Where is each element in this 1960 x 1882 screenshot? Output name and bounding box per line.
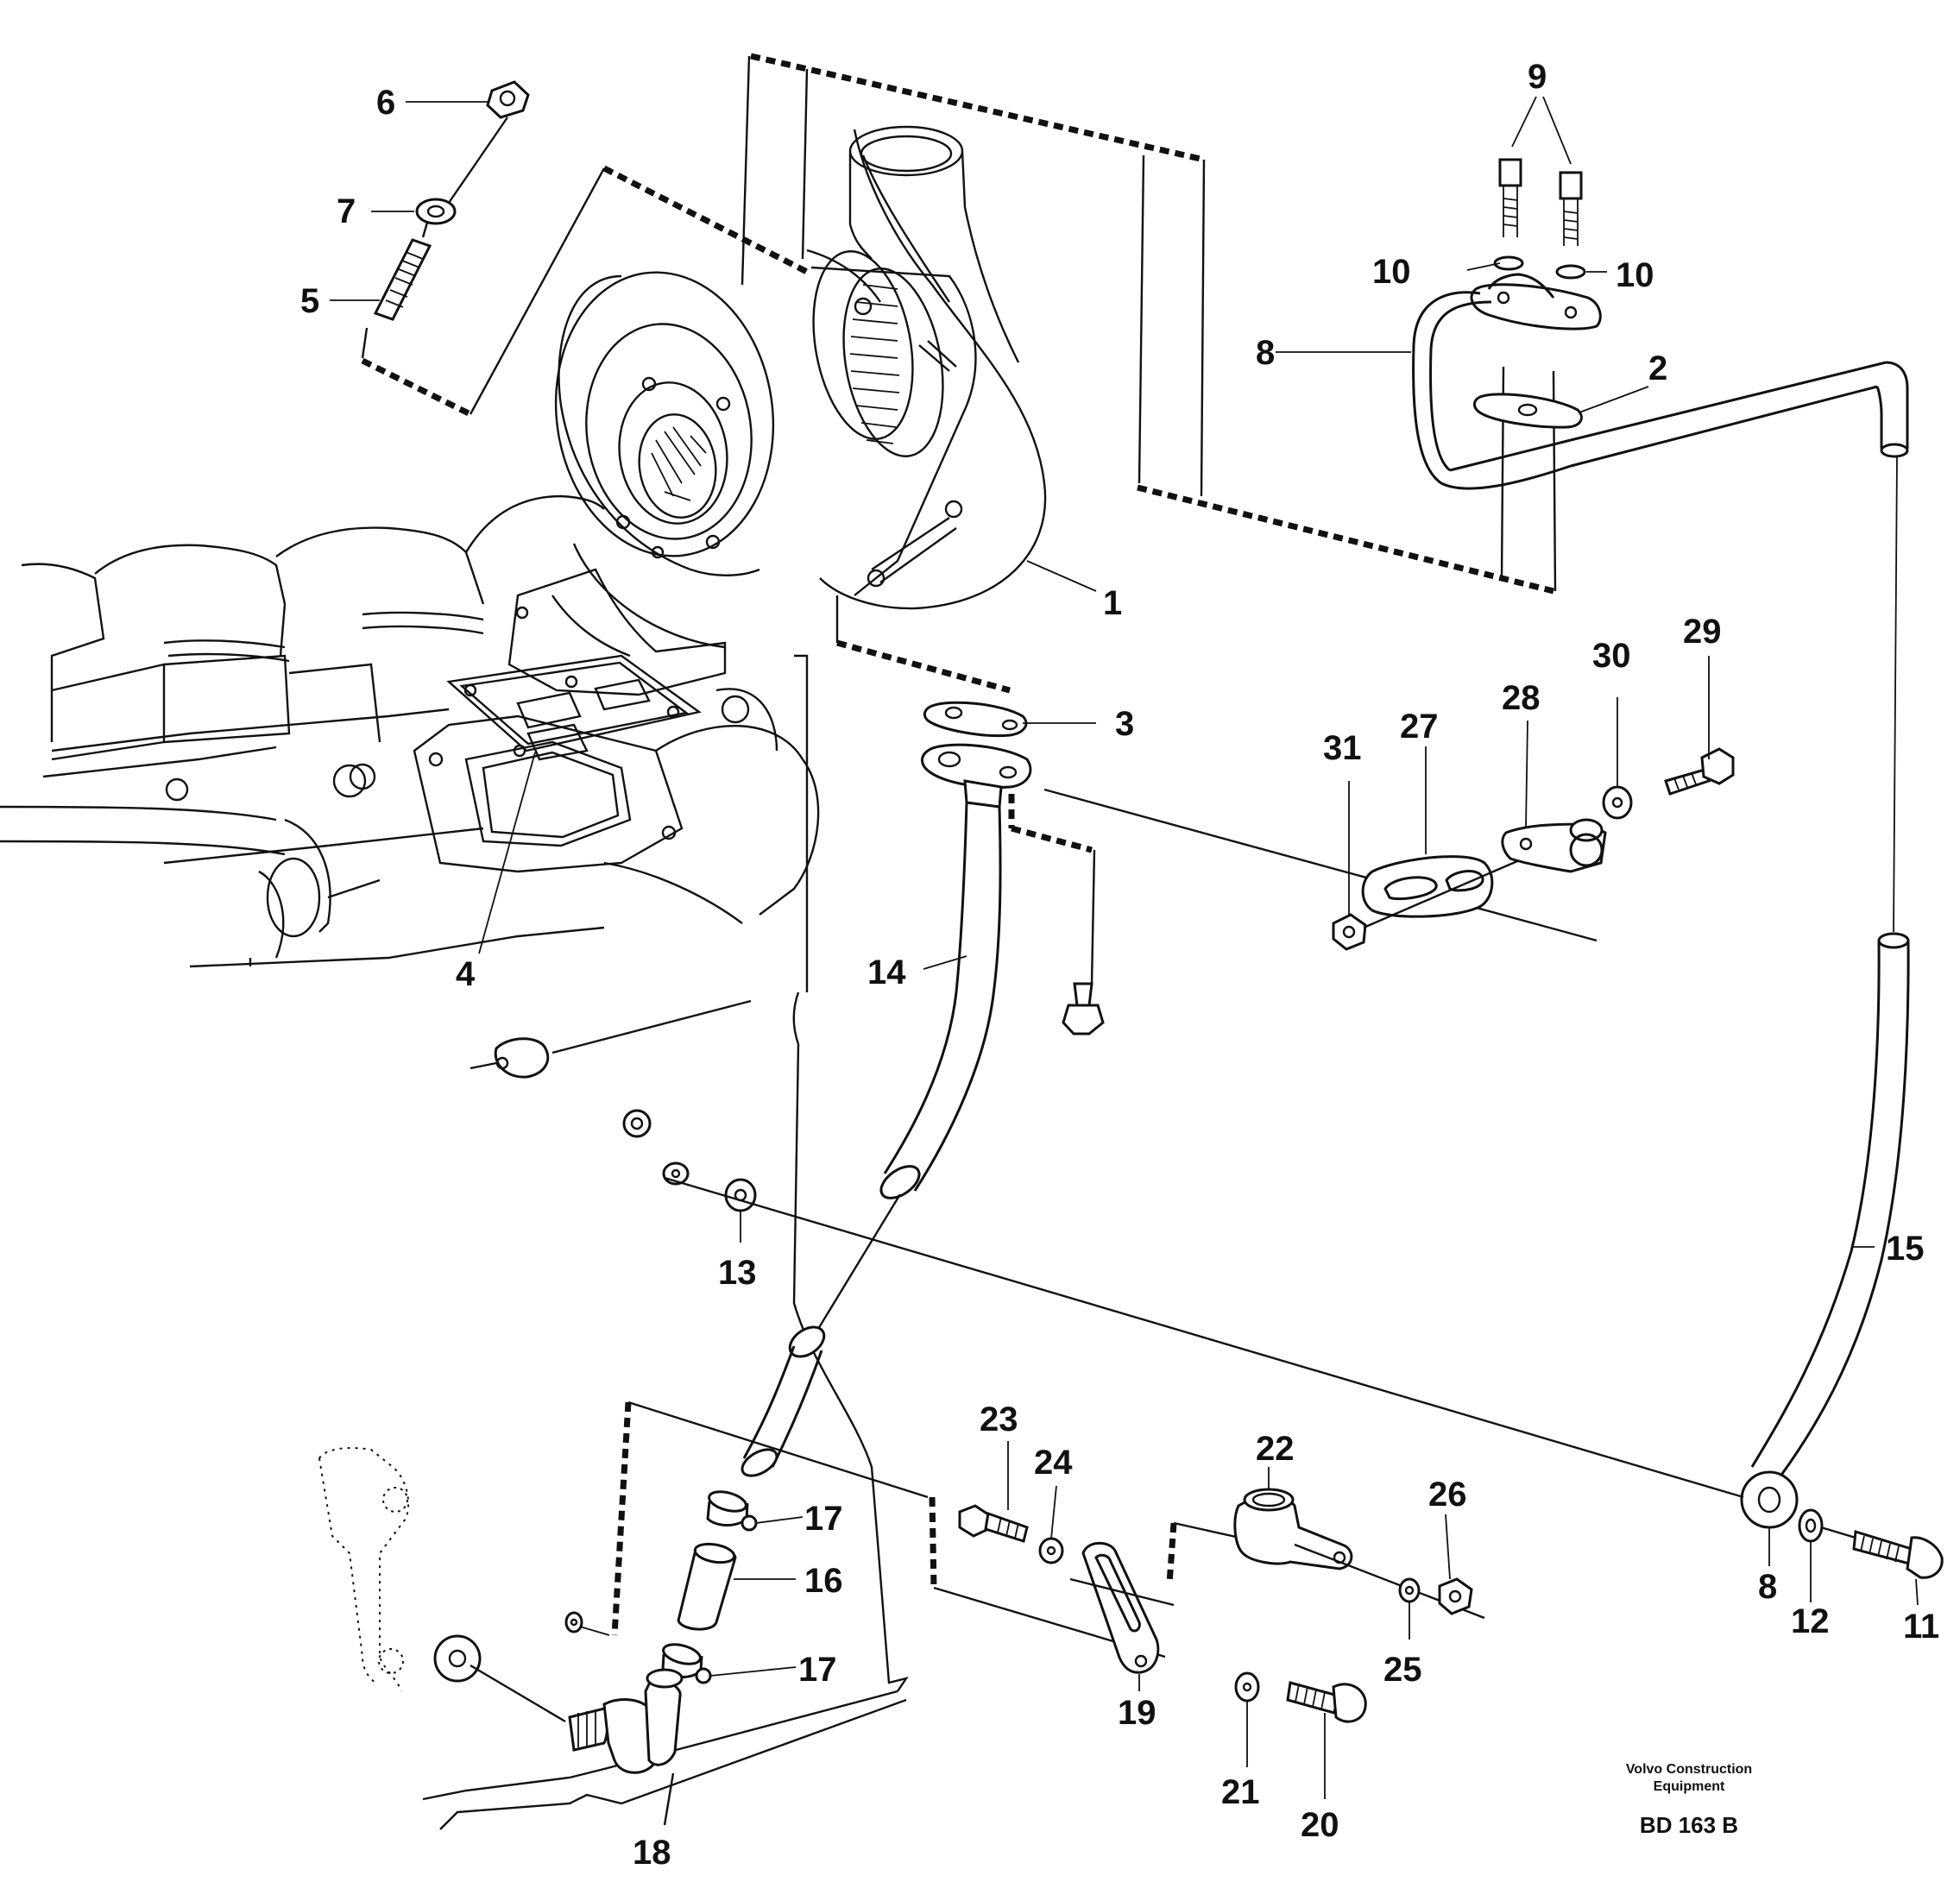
leader-lines — [330, 96, 1919, 1799]
hose-and-union-assembly — [433, 1400, 929, 1826]
label-part-7: 7 — [337, 192, 356, 230]
label-part-5: 5 — [300, 282, 319, 320]
label-part-12: 12 — [1791, 1602, 1830, 1640]
bracket-clamp-assembly — [1043, 747, 1735, 951]
label-part-3: 3 — [1115, 705, 1134, 743]
label-part-17-upper: 17 — [804, 1500, 843, 1538]
lower-bracket-assembly — [929, 1488, 1485, 1723]
label-part-29: 29 — [1683, 613, 1722, 651]
publisher-line-1: Volvo Construction — [1626, 1762, 1752, 1777]
oil-pipe-14-with-flange-3 — [741, 701, 1105, 1477]
label-part-23: 23 — [980, 1400, 1018, 1438]
label-part-6: 6 — [376, 84, 395, 122]
label-part-2: 2 — [1648, 349, 1667, 387]
label-part-18: 18 — [633, 1834, 671, 1872]
publisher-footer: Volvo Construction Equipment BD 163 B — [1626, 1762, 1752, 1838]
label-part-16: 16 — [804, 1562, 843, 1600]
label-part-26: 26 — [1428, 1476, 1467, 1514]
banjo-bolt-line — [622, 1109, 1856, 1539]
label-part-24: 24 — [1034, 1444, 1073, 1482]
support-bracket-lower-left — [318, 1447, 410, 1692]
label-part-1: 1 — [1103, 584, 1122, 622]
oil-supply-pipe-upper — [1412, 158, 1909, 933]
turbocharger — [507, 125, 1047, 696]
label-part-21: 21 — [1221, 1773, 1260, 1811]
label-part-25: 25 — [1383, 1651, 1422, 1689]
dashed-connection-lines-upper — [741, 53, 1557, 694]
label-part-22: 22 — [1256, 1430, 1295, 1468]
label-part-13: 13 — [718, 1254, 757, 1292]
label-part-27: 27 — [1400, 708, 1439, 746]
label-part-9: 9 — [1528, 58, 1547, 96]
label-part-8-upper: 8 — [1256, 334, 1275, 372]
label-part-28: 28 — [1502, 679, 1541, 717]
oil-pipe-15 — [1740, 932, 1944, 1579]
label-part-20: 20 — [1301, 1806, 1339, 1844]
label-part-14: 14 — [867, 954, 906, 991]
label-part-19: 19 — [1118, 1694, 1156, 1732]
label-part-11: 11 — [1903, 1608, 1939, 1646]
label-part-30: 30 — [1592, 637, 1631, 675]
label-part-10-right: 10 — [1616, 256, 1654, 294]
part-number-labels: 1 2 3 4 5 6 7 8 9 10 10 8 11 12 13 14 15… — [300, 58, 1939, 1872]
label-part-17-lower: 17 — [798, 1651, 837, 1689]
publisher-line-2: Equipment — [1654, 1779, 1725, 1794]
label-part-4: 4 — [456, 955, 476, 993]
drawing-code: BD 163 B — [1640, 1812, 1738, 1838]
block-plug — [470, 999, 752, 1079]
engine-block-drawing — [0, 494, 909, 1830]
label-part-8-lower: 8 — [1758, 1568, 1777, 1606]
label-part-31: 31 — [1323, 729, 1362, 767]
stud-washer-nut-5-6-7 — [361, 80, 809, 418]
label-part-15: 15 — [1886, 1230, 1925, 1268]
label-part-10-left: 10 — [1372, 253, 1411, 291]
gasket-4 — [446, 654, 702, 761]
